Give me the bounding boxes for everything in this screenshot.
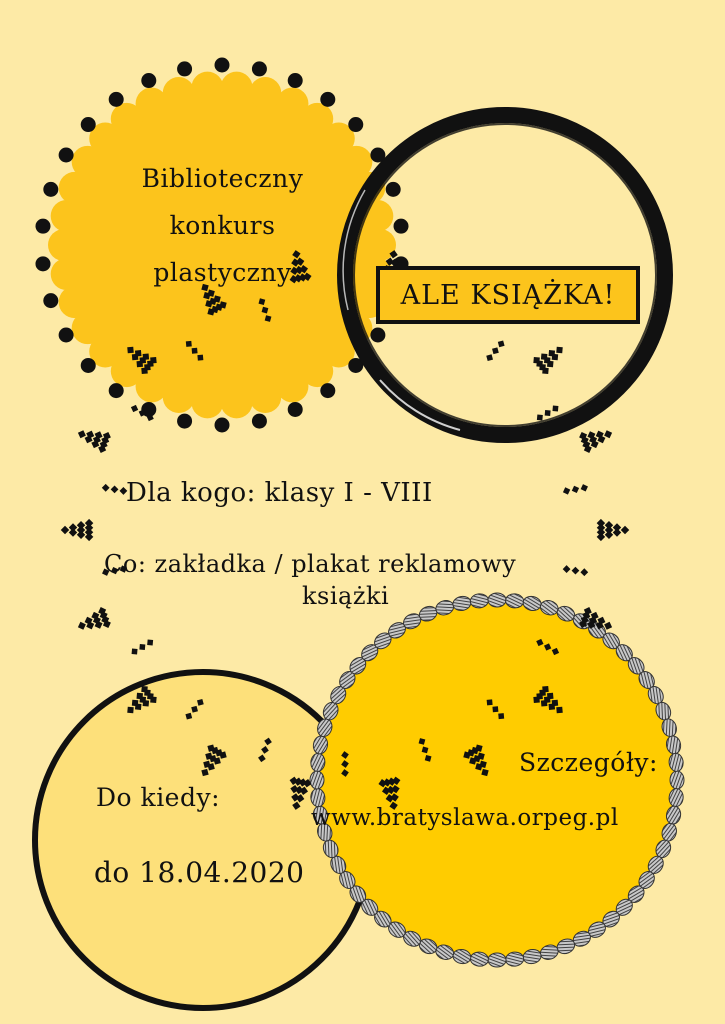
beaded-ring-icon bbox=[309, 592, 685, 968]
audience-value: klasy I - VIII bbox=[264, 478, 433, 508]
details-url-link[interactable]: www.bratyslawa.orpeg.pl bbox=[311, 805, 619, 831]
what-value-continued: książki bbox=[302, 582, 390, 610]
what-label: Co: bbox=[104, 550, 147, 578]
audience-label: Dla kogo: bbox=[126, 478, 256, 508]
subtitle-line-1: Biblioteczny bbox=[141, 164, 304, 193]
audience-line: Dla kogo: klasy I - VIII bbox=[126, 478, 433, 508]
what-value: zakładka / plakat reklamowy bbox=[154, 550, 517, 578]
what-line: Co: zakładka / plakat reklamowy bbox=[104, 550, 516, 578]
deadline-value: do 18.04.2020 bbox=[94, 856, 305, 889]
brush-ring-icon bbox=[337, 107, 673, 443]
bottom-right-circle bbox=[309, 592, 685, 968]
details-label: Szczegóły: bbox=[519, 748, 658, 777]
deadline-label: Do kiedy: bbox=[96, 783, 221, 812]
subtitle-line-3: plastyczny bbox=[153, 258, 292, 287]
title-box: ALE KSIĄŻKA! bbox=[376, 266, 640, 324]
subtitle-line-2: konkurs bbox=[169, 211, 276, 240]
poster-title: ALE KSIĄŻKA! bbox=[400, 279, 616, 311]
contest-subtitle: Biblioteczny konkurs plastyczny bbox=[110, 155, 335, 296]
